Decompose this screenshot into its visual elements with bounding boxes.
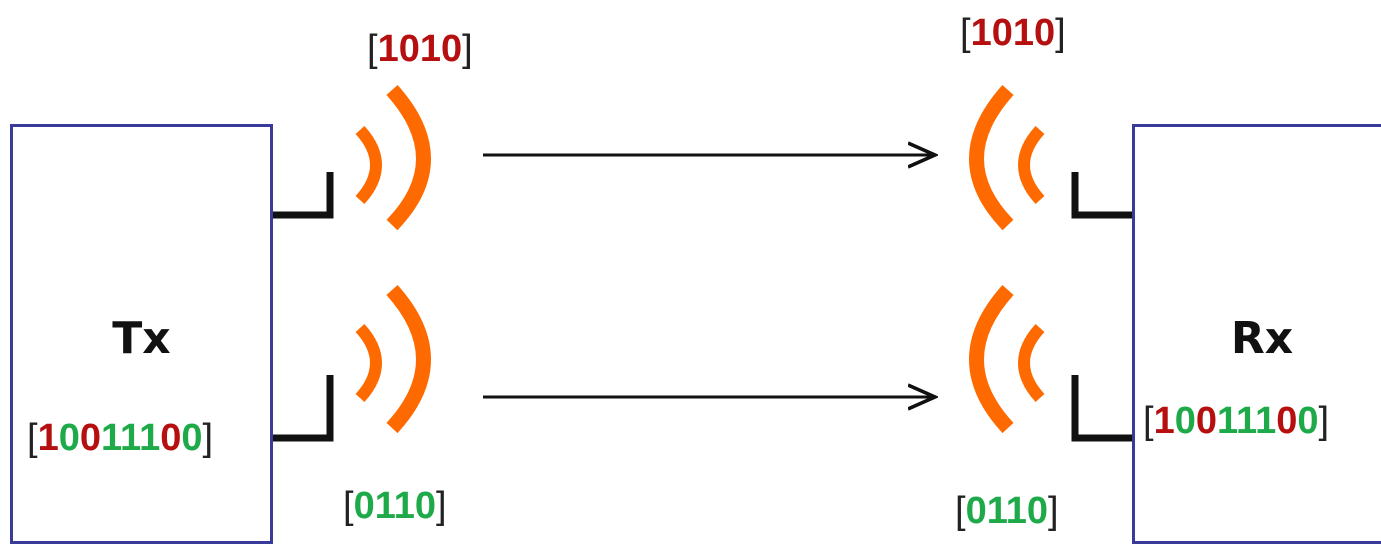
tx-bits: 10011100 <box>38 417 203 459</box>
bit: 1 <box>37 417 59 459</box>
bit: 0 <box>1297 400 1319 442</box>
rx-antenna-top-icon <box>1071 172 1133 219</box>
bit: 1 <box>1255 400 1277 442</box>
tx-bottom-stream-label: [0110] <box>343 485 447 527</box>
tx-top-stream-label: [1010] <box>367 28 473 70</box>
bit: 0 <box>160 417 182 459</box>
bit: 0 <box>1276 400 1298 442</box>
tx-label: Tx <box>112 313 171 364</box>
tx-antenna-top-icon <box>272 172 334 219</box>
tx-top-signal-waves-icon <box>355 84 431 231</box>
rx-bottom-signal-waves-icon <box>969 284 1045 434</box>
rx-box: Rx <box>1132 124 1381 544</box>
stream-bits: 1010 <box>970 12 1056 54</box>
bit: 1 <box>1153 400 1175 442</box>
bit: 1 <box>100 417 121 459</box>
stream-bits: 1010 <box>377 28 463 70</box>
tx-box: Tx <box>10 124 273 544</box>
open-bracket: [ <box>1143 400 1154 442</box>
bit: 0 <box>58 417 80 459</box>
tx-bottom-signal-waves-icon <box>355 284 431 434</box>
close-bracket: ] <box>1318 400 1330 442</box>
bit: 1 <box>139 417 161 459</box>
bit: 0 <box>1195 400 1217 442</box>
bit: 0 <box>1174 400 1196 442</box>
bit: 1 <box>1216 400 1237 442</box>
rx-bits: 10011100 <box>1154 400 1319 442</box>
tx-bit-sequence: [10011100] <box>27 417 213 460</box>
open-bracket: [ <box>27 417 38 459</box>
stream-bits: 0110 <box>353 485 437 527</box>
rx-bottom-stream-label: [0110] <box>955 490 1059 532</box>
rx-label: Rx <box>1230 313 1294 364</box>
rx-antenna-bottom-icon <box>1071 375 1133 442</box>
stream-bits: 0110 <box>965 490 1049 532</box>
rx-top-signal-waves-icon <box>969 84 1045 231</box>
tx-antenna-bottom-icon <box>272 375 334 442</box>
rx-bit-sequence: [10011100] <box>1143 400 1329 443</box>
bit: 0 <box>181 417 203 459</box>
bit: 1 <box>120 417 140 459</box>
bit: 0 <box>79 417 101 459</box>
rx-top-stream-label: [1010] <box>960 12 1066 54</box>
bit: 1 <box>1236 400 1256 442</box>
close-bracket: ] <box>202 417 214 459</box>
